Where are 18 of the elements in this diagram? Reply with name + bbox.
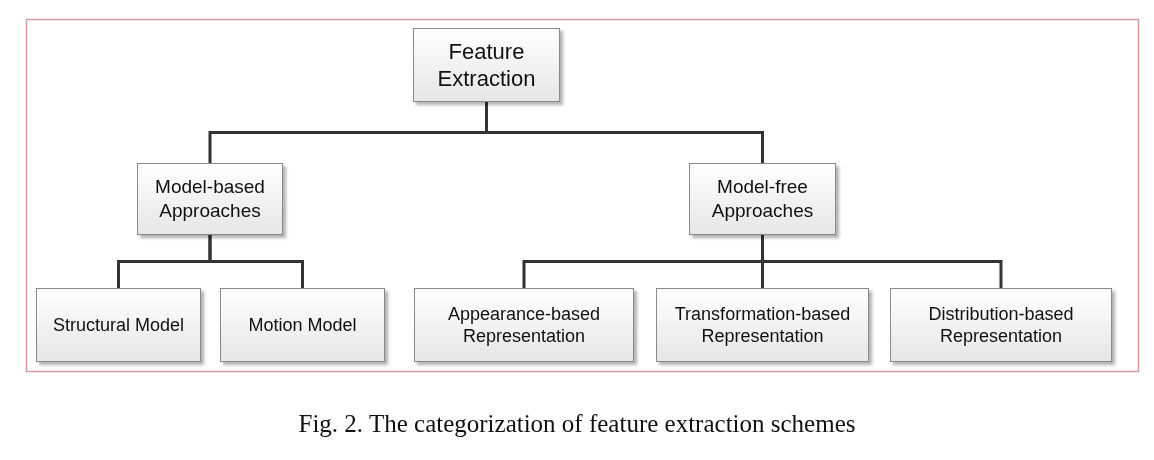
box-label: Model-free Approaches <box>710 175 815 223</box>
category-box <box>413 28 560 102</box>
connector-line <box>208 235 304 288</box>
box-label: Distribution-based Representation <box>927 302 1075 348</box>
category-box <box>414 288 634 362</box>
category-box <box>220 288 385 362</box>
category-box <box>689 163 836 235</box>
category-box <box>36 288 201 362</box>
box-label: Feature Extraction <box>436 37 537 93</box>
category-box <box>656 288 869 362</box>
figure-caption: Fig. 2. The categorization of feature extraction schemes <box>298 410 856 438</box>
box-label: Model-based Approaches <box>154 175 266 223</box>
box-label: Motion Model <box>248 313 357 337</box>
category-box <box>137 163 283 235</box>
box-label: Structural Model <box>52 313 185 337</box>
category-box <box>890 288 1112 362</box>
box-label: Transformation-based Representation <box>673 302 852 348</box>
box-label: Appearance-based Representation <box>446 302 602 348</box>
